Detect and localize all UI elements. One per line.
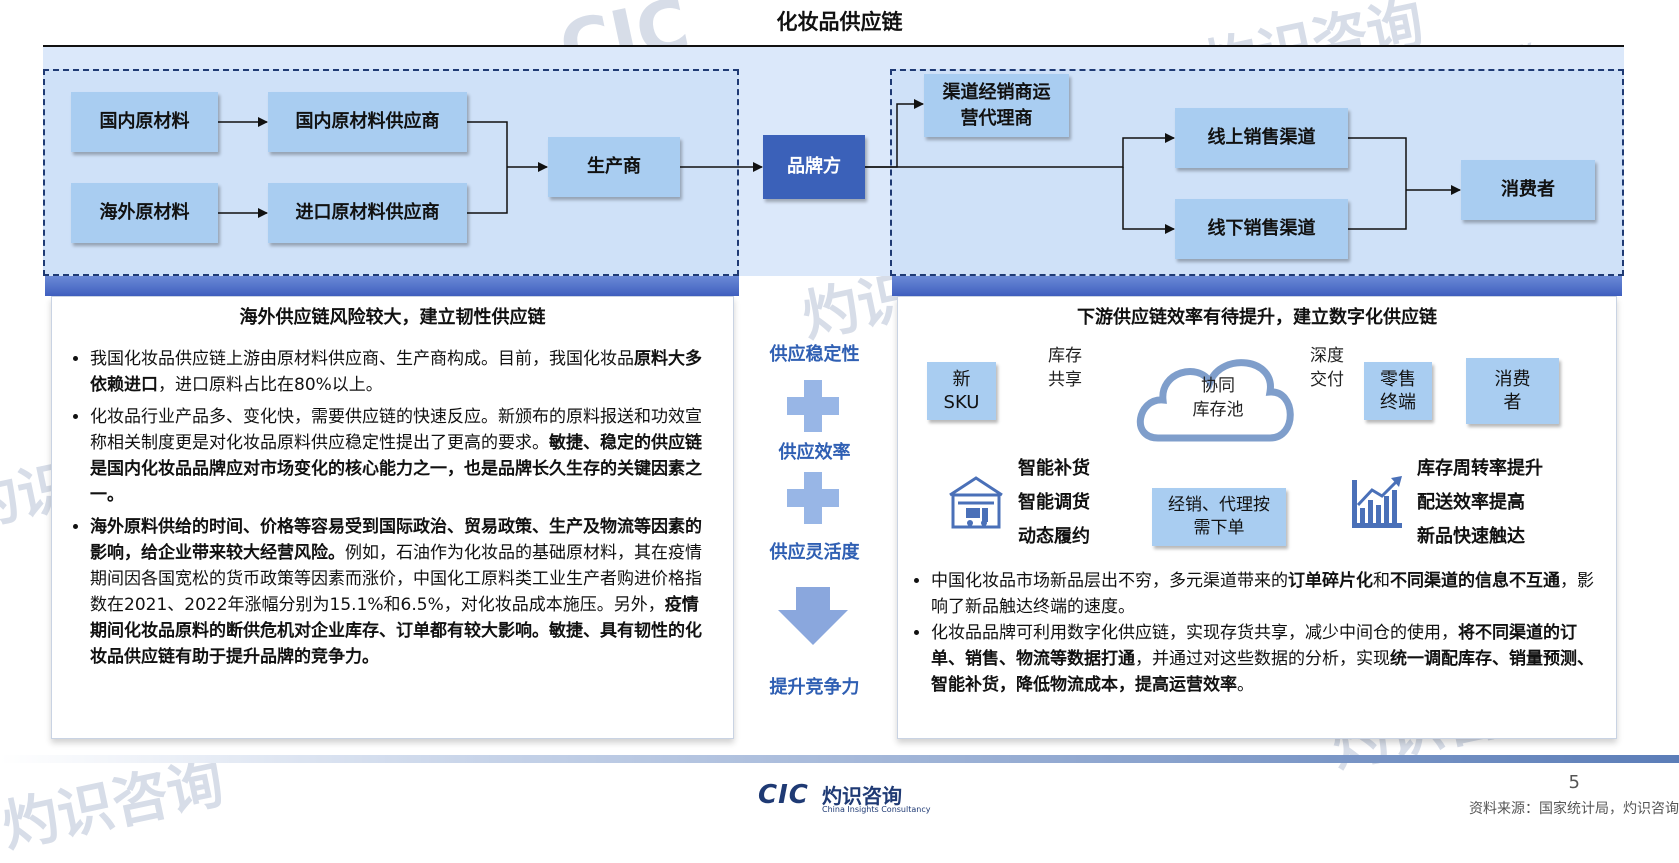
consumer-small-box: 消费者 (1466, 358, 1559, 424)
brand-box: 品牌方 (763, 135, 865, 199)
plus-icon (787, 380, 839, 432)
online-channel-box: 线上销售渠道 (1175, 108, 1348, 168)
left-bullet-2: 化妆品行业产品多、变化快，需要供应链的快速反应。新颁布的原料报送和功效宣称相关制… (90, 404, 714, 508)
title-divider (43, 45, 1624, 47)
overseas-raw-box: 海外原材料 (71, 183, 218, 243)
collab-pool-label: 协同库存池 (1192, 376, 1244, 420)
flexibility-label: 供应灵活度 (769, 542, 860, 563)
logo-en: China Insights Consultancy (822, 805, 931, 814)
left-band (45, 276, 739, 296)
offline-channel-box: 线下销售渠道 (1175, 199, 1348, 259)
inventory-share-label: 库存共享 (1048, 346, 1082, 390)
logo-mark: CIC (758, 780, 809, 810)
right-bullet-2: 化妆品品牌可利用数字化供应链，实现存货共享，减少中间仓的使用，将不同渠道的订单、… (931, 620, 1607, 698)
stability-label: 供应稳定性 (769, 344, 860, 365)
right-band (892, 276, 1622, 296)
down-arrow-icon (778, 587, 848, 645)
manufacturer-box: 生产商 (548, 137, 680, 197)
left-card-bullets: 我国化妆品供应链上游由原材料供应商、生产商构成。目前，我国化妆品原料大多依赖进口… (66, 346, 714, 676)
growth-chart-icon (1352, 476, 1402, 528)
left-bullet-3: 海外原料供给的时间、价格等容易受到国际政治、贸易政策、生产及物流等因素的影响，给… (90, 514, 714, 670)
right-bullet-1: 中国化妆品市场新品层出不穷，多元渠道带来的订单碎片化和不同渠道的信息不互通，影响… (931, 568, 1607, 620)
import-supplier-box: 进口原材料供应商 (268, 183, 467, 243)
plus-icon (787, 472, 839, 524)
domestic-raw-box: 国内原材料 (71, 92, 218, 152)
company-logo: CIC 灼识咨询 China Insights Consultancy (758, 780, 930, 816)
source-note: 资料来源：国家统计局，灼识咨询 (1469, 801, 1679, 817)
left-card-title: 海外供应链风险较大，建立韧性供应链 (239, 307, 546, 328)
domestic-supplier-box: 国内原材料供应商 (268, 92, 467, 152)
cloud-icon (1136, 359, 1294, 442)
deep-delivery-label: 深度交付 (1310, 346, 1344, 390)
right-card-bullets: 中国化妆品市场新品层出不穷，多元渠道带来的订单碎片化和不同渠道的信息不互通，影响… (907, 568, 1607, 704)
left-bullet-1: 我国化妆品供应链上游由原材料供应商、生产商构成。目前，我国化妆品原料大多依赖进口… (90, 346, 714, 398)
right-card-title: 下游供应链效率有待提升，建立数字化供应链 (1077, 307, 1437, 328)
efficiency-label: 供应效率 (778, 442, 851, 463)
order-box: 经销、代理按需下单 (1152, 488, 1286, 546)
effects-list: 库存周转率提升配送效率提高新品快速触达 (1417, 458, 1543, 547)
footer-bar (0, 755, 1679, 763)
retail-terminal-box: 零售终端 (1364, 362, 1432, 420)
page-number: 5 (1568, 772, 1580, 793)
page-title: 化妆品供应链 (776, 10, 903, 34)
consumer-box: 消费者 (1461, 160, 1595, 220)
logo-cn: 灼识咨询 (822, 784, 902, 808)
competitiveness-label: 提升竞争力 (769, 677, 860, 698)
warehouse-icon (949, 476, 1003, 529)
distributor-box: 渠道经销商运营代理商 (924, 74, 1069, 137)
left-card (51, 296, 734, 739)
smart-list: 智能补货智能调货动态履约 (1018, 458, 1090, 547)
